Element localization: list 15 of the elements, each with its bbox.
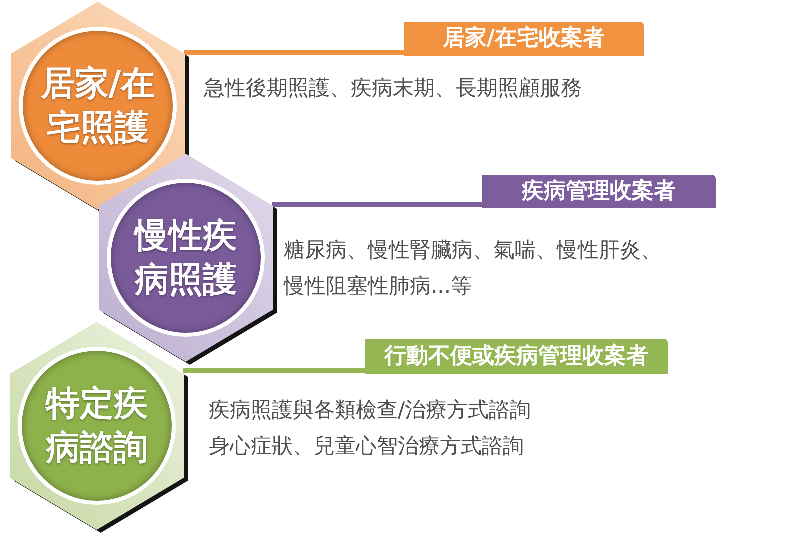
hexagon-shape bbox=[99, 154, 277, 365]
connector-line bbox=[183, 368, 365, 374]
category-title: 慢性疾病照護 bbox=[132, 215, 238, 302]
connector-line bbox=[184, 50, 404, 56]
description-text: 糖尿病、慢性腎臟病、氣喘、慢性肝炎、慢性阻塞性肺病...等 bbox=[284, 237, 663, 300]
category-tab: 行動不便或疾病管理收案者 bbox=[365, 339, 668, 374]
category-tab: 居家/在宅收案者 bbox=[404, 22, 644, 56]
hexagon-shape bbox=[10, 322, 188, 533]
category-title: 居家/在宅照護 bbox=[40, 63, 156, 150]
category-tab: 疾病管理收案者 bbox=[482, 175, 716, 208]
description-text: 身心症狀、兒童心智治療方式諮詢 bbox=[209, 433, 525, 460]
category-title: 特定疾病諮詢 bbox=[44, 383, 149, 470]
description-text: 疾病照護與各類檢查/治療方式諮詢 bbox=[209, 397, 532, 424]
description-text: 急性後期照護、疾病末期、長期照顧服務 bbox=[204, 75, 583, 102]
connector-line bbox=[272, 202, 482, 208]
